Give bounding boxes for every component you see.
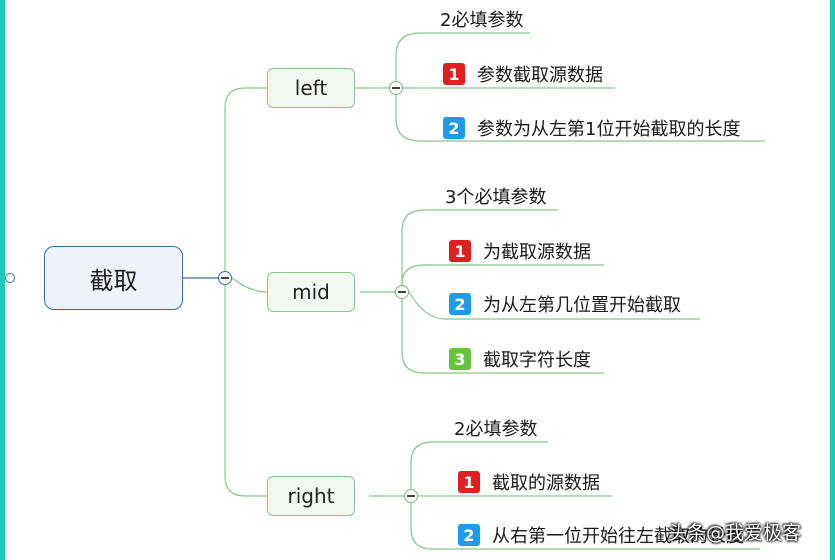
leaf-text: 3个必填参数 — [445, 187, 547, 208]
connector-mid-child-3 — [408, 291, 700, 320]
root-collapse-toggle[interactable] — [218, 271, 232, 285]
root-node[interactable]: 截取 — [44, 246, 183, 310]
priority-1-icon: 1 — [443, 63, 465, 85]
branch-node-right[interactable]: right — [267, 476, 355, 516]
branch-node-mid[interactable]: mid — [267, 272, 355, 312]
connector-to-left — [224, 87, 267, 278]
connector-to-mid — [231, 277, 268, 293]
priority-1-icon: 1 — [449, 240, 471, 262]
connector-to-right — [224, 285, 267, 497]
leaf-text: 2必填参数 — [440, 10, 524, 31]
leaf-text: 参数截取源数据 — [477, 65, 603, 86]
leaf-text: 为截取源数据 — [483, 242, 591, 263]
priority-2-icon: 2 — [443, 117, 465, 139]
leaf-right-2[interactable]: 1 截取的源数据 — [458, 470, 600, 494]
leaf-left-2[interactable]: 1 参数截取源数据 — [443, 62, 603, 86]
leaf-mid-4[interactable]: 3 截取字符长度 — [449, 347, 591, 371]
priority-2-icon: 2 — [458, 524, 480, 546]
branch-left-collapse-toggle[interactable] — [389, 81, 403, 95]
leaf-mid-2[interactable]: 1 为截取源数据 — [449, 239, 591, 263]
priority-2-icon: 2 — [449, 293, 471, 315]
branch-mid-collapse-toggle[interactable] — [395, 285, 409, 299]
branch-right-collapse-toggle[interactable] — [404, 489, 418, 503]
leaf-left-1[interactable]: 2必填参数 — [440, 7, 523, 31]
connector-mid-child-1 — [401, 209, 558, 285]
leaf-right-3[interactable]: 2 从右第一位开始往左截取的长度 — [458, 523, 744, 547]
leaf-text: 参数为从左第1位开始截取的长度 — [477, 119, 741, 140]
leaf-right-1[interactable]: 2必填参数 — [454, 416, 537, 440]
connector-right-child-3 — [410, 503, 760, 550]
watermark-text: 头条@我爱极客 — [668, 522, 802, 544]
connector-left-child-1 — [395, 32, 530, 81]
branch-node-left[interactable]: left — [267, 68, 355, 108]
leaf-text: 截取的源数据 — [492, 473, 600, 494]
connector-right-child-1 — [410, 441, 548, 489]
leaf-text: 截取字符长度 — [483, 350, 591, 371]
leaf-text: 为从左第几位置开始截取 — [483, 295, 681, 316]
connector-left-child-3 — [395, 95, 765, 142]
leaf-text: 从右第一位开始往左截取的长度 — [492, 526, 744, 547]
priority-1-icon: 1 — [458, 471, 480, 493]
leaf-mid-1[interactable]: 3个必填参数 — [445, 184, 546, 208]
priority-3-icon: 3 — [449, 348, 471, 370]
frame-border-left — [0, 0, 5, 560]
leaf-mid-3[interactable]: 2 为从左第几位置开始截取 — [449, 292, 681, 316]
connector-mid-child-4 — [401, 299, 604, 374]
frame-border-right — [830, 0, 835, 560]
leaf-left-3[interactable]: 2 参数为从左第1位开始截取的长度 — [443, 116, 740, 140]
connector-mid-child-2 — [401, 264, 604, 285]
leaf-text: 2必填参数 — [454, 419, 538, 440]
parent-connector-handle[interactable] — [5, 273, 15, 283]
